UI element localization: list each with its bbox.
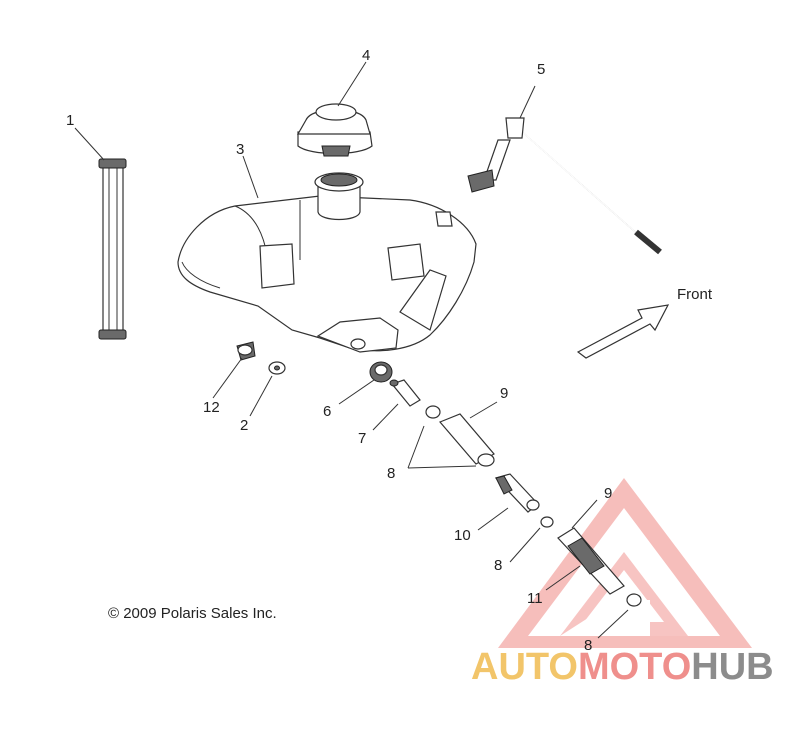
strap-part bbox=[98, 158, 127, 340]
callout-9-upper: 9 bbox=[500, 385, 508, 402]
watermark-hub: HUB bbox=[691, 646, 774, 688]
valve-fitting-part bbox=[389, 379, 421, 407]
callout-11: 11 bbox=[527, 590, 543, 607]
callout-1: 1 bbox=[66, 112, 74, 129]
callout-7: 7 bbox=[358, 430, 366, 447]
hose-lower-part bbox=[557, 527, 642, 607]
washer-part bbox=[268, 361, 286, 375]
watermark-logo bbox=[498, 478, 752, 648]
watermark-brand: AUTOMOTOHUB bbox=[471, 645, 774, 689]
callout-2: 2 bbox=[240, 417, 248, 434]
callout-9-lower: 9 bbox=[604, 485, 612, 502]
callout-6: 6 bbox=[323, 403, 331, 420]
callout-10: 10 bbox=[454, 527, 471, 544]
bolt-part bbox=[236, 341, 256, 361]
watermark-moto: MOTO bbox=[577, 646, 692, 688]
fuel-filter-part bbox=[494, 473, 540, 513]
fuel-tank-part bbox=[177, 172, 477, 353]
copyright-text: © 2009 Polaris Sales Inc. bbox=[108, 605, 277, 622]
callout-3: 3 bbox=[236, 141, 244, 158]
callout-5: 5 bbox=[537, 61, 545, 78]
front-label: Front bbox=[677, 286, 713, 303]
callout-12: 12 bbox=[203, 399, 220, 416]
leader-lines bbox=[74, 61, 629, 639]
hose-upper-part bbox=[425, 405, 495, 467]
callout-4: 4 bbox=[362, 47, 370, 64]
front-arrow bbox=[576, 304, 670, 359]
callout-8-upper: 8 bbox=[387, 465, 395, 482]
callout-8-mid: 8 bbox=[494, 557, 502, 574]
clamp-mid-part bbox=[540, 516, 554, 528]
fuel-cap-part bbox=[296, 103, 373, 157]
watermark-auto: AUTO bbox=[471, 646, 578, 688]
grommet-part bbox=[369, 361, 393, 383]
callout-8-lower: 8 bbox=[584, 637, 592, 654]
vent-tube-part bbox=[467, 117, 662, 255]
